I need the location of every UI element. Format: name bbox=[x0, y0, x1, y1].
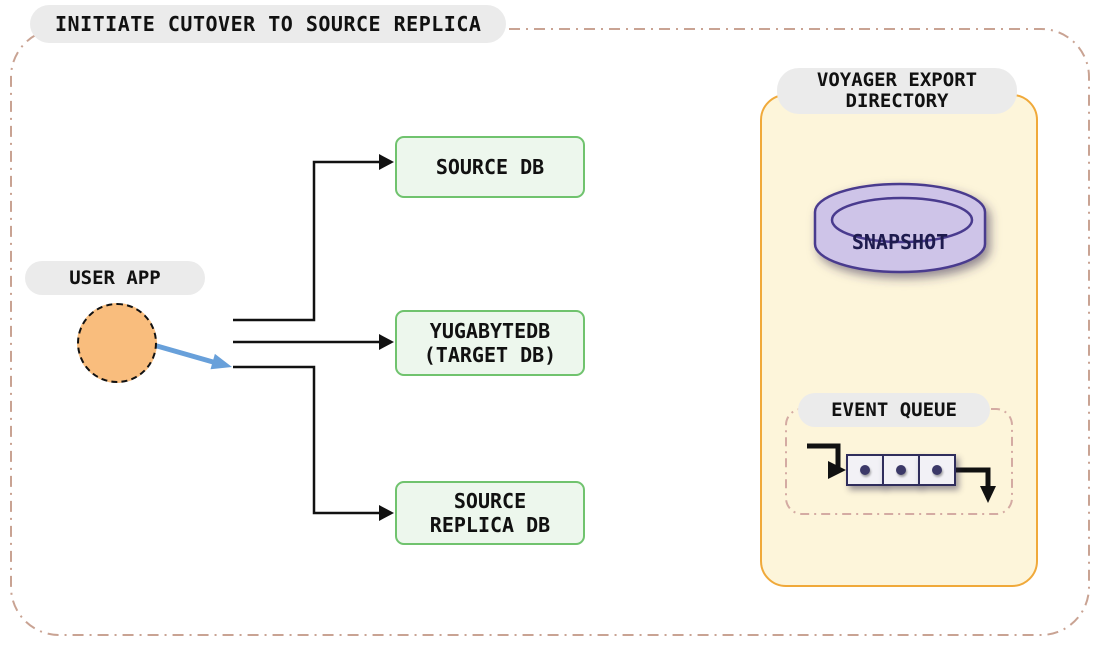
arrow-user-to-source-db bbox=[233, 160, 380, 322]
queue-icon bbox=[807, 443, 996, 503]
arrowhead-target-db bbox=[379, 334, 394, 350]
arrowhead-source-db bbox=[379, 154, 394, 170]
queue-cell bbox=[918, 454, 956, 486]
queue-cell bbox=[846, 454, 884, 486]
queue-item-dot bbox=[860, 465, 870, 475]
blue-cutover-arrowhead bbox=[210, 353, 232, 370]
snapshot-label: SNAPSHOT bbox=[851, 230, 949, 254]
node-source-db: SOURCE DB bbox=[395, 136, 585, 198]
event-queue-border bbox=[785, 408, 1013, 515]
event-queue-cells bbox=[846, 454, 956, 486]
user-app-label: USER APP bbox=[25, 261, 205, 295]
arrowhead-replica-db bbox=[379, 505, 394, 521]
node-yugabytedb-target-db: YUGABYTEDB (TARGET DB) bbox=[395, 310, 585, 376]
queue-cell bbox=[882, 454, 920, 486]
arrow-user-to-replica-db bbox=[233, 365, 380, 515]
diagram-outer-border bbox=[10, 28, 1090, 636]
queue-item-dot bbox=[932, 465, 942, 475]
database-cylinder-icon bbox=[813, 182, 987, 274]
blue-cutover-arrow bbox=[154, 343, 216, 365]
diagram-title: INITIATE CUTOVER TO SOURCE REPLICA bbox=[30, 5, 507, 43]
voyager-export-directory-panel bbox=[760, 94, 1038, 587]
user-app-circle bbox=[77, 303, 157, 383]
queue-item-dot bbox=[896, 465, 906, 475]
node-source-replica-db: SOURCE REPLICA DB bbox=[395, 481, 585, 545]
voyager-export-directory-title: VOYAGER EXPORT DIRECTORY bbox=[777, 68, 1017, 114]
event-queue-title: EVENT QUEUE bbox=[798, 393, 990, 427]
